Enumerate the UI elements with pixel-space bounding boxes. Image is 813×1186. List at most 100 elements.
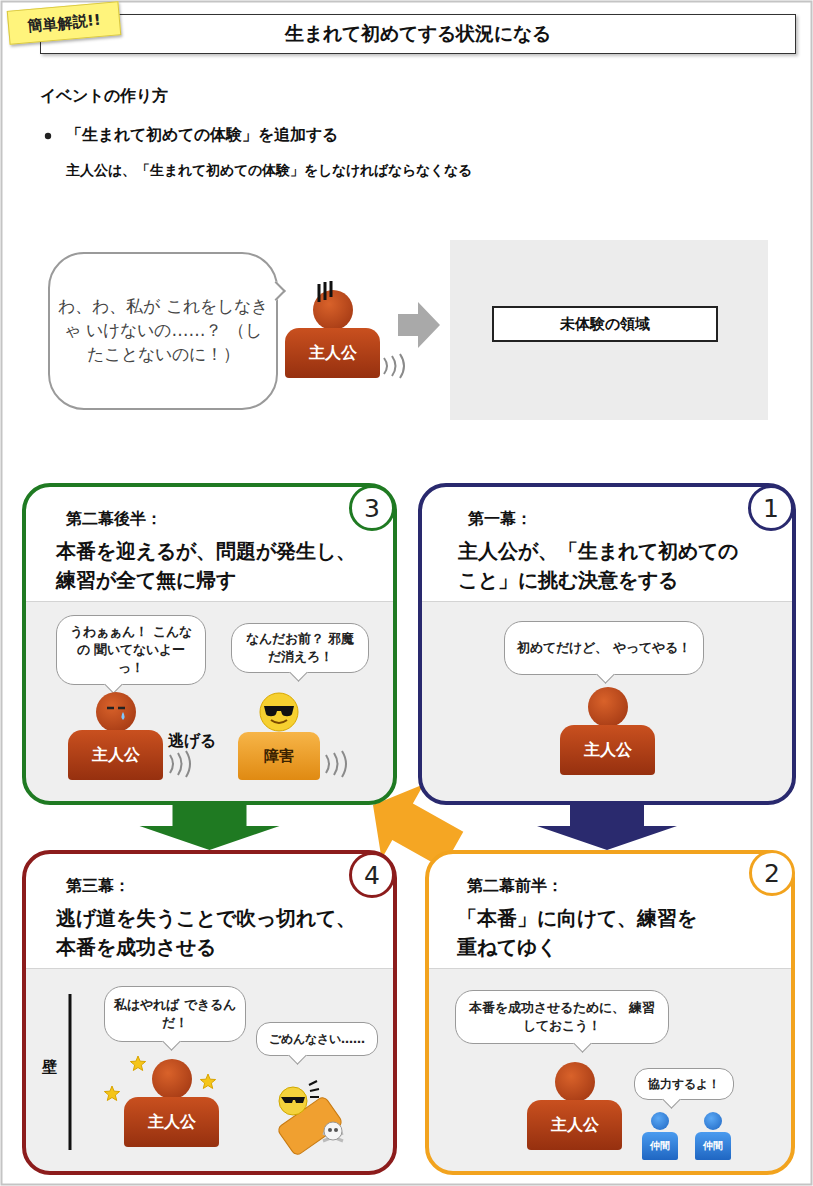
- figure-label: 仲間: [703, 1139, 723, 1153]
- shock-lines: [313, 290, 353, 330]
- number-text: 3: [364, 496, 380, 521]
- note-label: 「生まれて初めての体験」を追加する: [66, 125, 338, 146]
- act-summary: 「本番」に向けて、練習を 重ねてゆく: [457, 904, 707, 962]
- speech-bubble: なんだお前？ 邪魔だ消えろ！: [231, 623, 369, 673]
- label-holder: 壁: [42, 1058, 57, 1077]
- bubble-tail: [662, 1090, 680, 1108]
- figure-body: 主人公: [124, 1097, 219, 1147]
- step-number: 4: [349, 852, 395, 898]
- figure-head: [555, 1062, 595, 1102]
- bubble-tail: [266, 281, 286, 301]
- grey-arrow: [398, 302, 440, 348]
- protagonist-figure: 主人公: [124, 1059, 219, 1147]
- figure-body: 仲間: [642, 1132, 678, 1160]
- figure-body: 主人公: [68, 730, 163, 780]
- note-label: 主人公は、「生まれて初めての体験」をしなければならなくなる: [66, 162, 472, 180]
- act-heading: 第一幕：: [468, 507, 792, 531]
- protagonist-figure: 主人公: [527, 1062, 622, 1150]
- star: [130, 1056, 145, 1070]
- act-heading: 第二幕後半：: [66, 507, 393, 531]
- step-number: 1: [748, 485, 794, 531]
- bubble-tail: [573, 1034, 591, 1052]
- speech-bubble: ごめんなさい……: [256, 1022, 378, 1056]
- figure-label: 障害: [264, 747, 294, 766]
- number-text: 2: [764, 861, 780, 886]
- act-summary: 逃げ道を失うことで吹っ切れて、 本番を成功させる: [56, 904, 360, 962]
- number-text: 1: [763, 496, 779, 521]
- figure-label: 主人公: [309, 343, 357, 364]
- bullet-dot: [45, 133, 51, 139]
- act-panel: 第二幕後半： 本番を迎えるが、問題が発生し、 練習が全て無に帰す3 うわぁぁん！ こ…: [22, 483, 397, 805]
- speech-bubble: 初めてだけど、 やってやる！: [504, 621, 704, 675]
- protagonist-figure: 主人公: [560, 687, 655, 775]
- bubble-text: ごめんなさい……: [269, 1031, 365, 1048]
- figure-label: 主人公: [92, 745, 140, 766]
- figure-body: 障害: [238, 732, 320, 780]
- unknown-region: [450, 240, 768, 420]
- sunglasses-face: [259, 692, 299, 732]
- label-holder: 「生まれて初めての体験」を追加する: [66, 125, 338, 146]
- sad-face: [96, 692, 136, 732]
- flow-arrow: [537, 805, 677, 850]
- bubble-text: 協力するよ！: [648, 1076, 720, 1093]
- figure-label: 主人公: [148, 1112, 196, 1133]
- step-number: 3: [349, 485, 395, 531]
- defeated-obstacle: [276, 1081, 343, 1157]
- act-summary: 主人公が、「生まれて初めての こと」に挑む決意をする: [458, 537, 758, 595]
- region-box: 未体験の領域: [492, 306, 718, 342]
- figure-head: [313, 290, 353, 330]
- protagonist-figure: 主人公: [68, 692, 163, 780]
- note-label: イベントの作り方: [40, 86, 168, 107]
- bubble-tail: [104, 675, 122, 693]
- speech-bubble: 協力するよ！: [634, 1068, 734, 1100]
- obstacle-figure: 障害: [238, 692, 320, 780]
- speech-bubble: わ、わ、私が これをしなきゃ いけないの……？ （したことないのに！）: [48, 252, 278, 410]
- bubble-tail: [162, 1032, 180, 1050]
- tag-text: 簡単解説!!: [20, 6, 108, 40]
- bubble-text: わ、わ、私が これをしなきゃ いけないの……？ （したことないのに！）: [58, 295, 268, 366]
- bubble-tail: [288, 1046, 306, 1064]
- note-label: 壁: [42, 1058, 57, 1077]
- step-number: 2: [749, 850, 795, 896]
- act-summary: 本番を迎えるが、問題が発生し、 練習が全て無に帰す: [56, 537, 360, 595]
- star: [104, 1086, 119, 1100]
- figure-body: 主人公: [560, 725, 655, 775]
- act-panel: 第三幕： 逃げ道を失うことで吹っ切れて、 本番を成功させる4 私はやれば できるんだ…: [22, 850, 397, 1175]
- figure-label: 主人公: [584, 740, 632, 761]
- flow-arrow: [140, 805, 280, 850]
- act-panel: 第二幕前半： 「本番」に向けて、練習を 重ねてゆく 2 本番を成功させるために、 練習…: [425, 850, 795, 1175]
- protagonist-figure: 主人公: [285, 290, 380, 378]
- act-heading: 第三幕：: [66, 874, 393, 898]
- box-text: 未体験の領域: [560, 315, 650, 334]
- speech-bubble: うわぁぁん！ こんなの 聞いてないよーっ！: [56, 615, 206, 685]
- title-text: 生まれて初めてする状況になる: [275, 15, 561, 53]
- figure-head: [96, 692, 136, 732]
- act-heading: 第二幕前半：: [467, 874, 791, 898]
- title-box: 生まれて初めてする状況になる: [40, 14, 796, 54]
- bubble-text: なんだお前？ 邪魔だ消えろ！: [240, 630, 360, 666]
- number-text: 4: [364, 863, 380, 888]
- bubble-text: うわぁぁん！ こんなの 聞いてないよーっ！: [65, 623, 197, 678]
- figure-head: [704, 1112, 722, 1130]
- motion-marks: [170, 751, 190, 777]
- bubble-text: 私はやれば できるんだ！: [113, 996, 237, 1032]
- ally-figure: 仲間: [642, 1112, 678, 1160]
- figure-body: 仲間: [695, 1132, 731, 1160]
- star: [200, 1074, 215, 1088]
- speech-bubble: 本番を成功させるために、 練習しておこう！: [455, 990, 669, 1044]
- figure-head: [651, 1112, 669, 1130]
- label-holder: 逃げる: [168, 731, 216, 752]
- ally-figure: 仲間: [695, 1112, 731, 1160]
- figure-head: [259, 692, 299, 732]
- motion-marks: [326, 751, 346, 777]
- note-label: 逃げる: [168, 731, 216, 752]
- bubble-text: 本番を成功させるために、 練習しておこう！: [464, 999, 660, 1035]
- label-holder: イベントの作り方: [40, 86, 168, 107]
- bubble-tail: [289, 664, 307, 682]
- figure-label: 主人公: [551, 1115, 599, 1136]
- figure-label: 仲間: [650, 1139, 670, 1153]
- figure-body: 主人公: [527, 1100, 622, 1150]
- speech-bubble: 私はやれば できるんだ！: [104, 986, 246, 1042]
- bubble-text: 初めてだけど、 やってやる！: [517, 639, 691, 657]
